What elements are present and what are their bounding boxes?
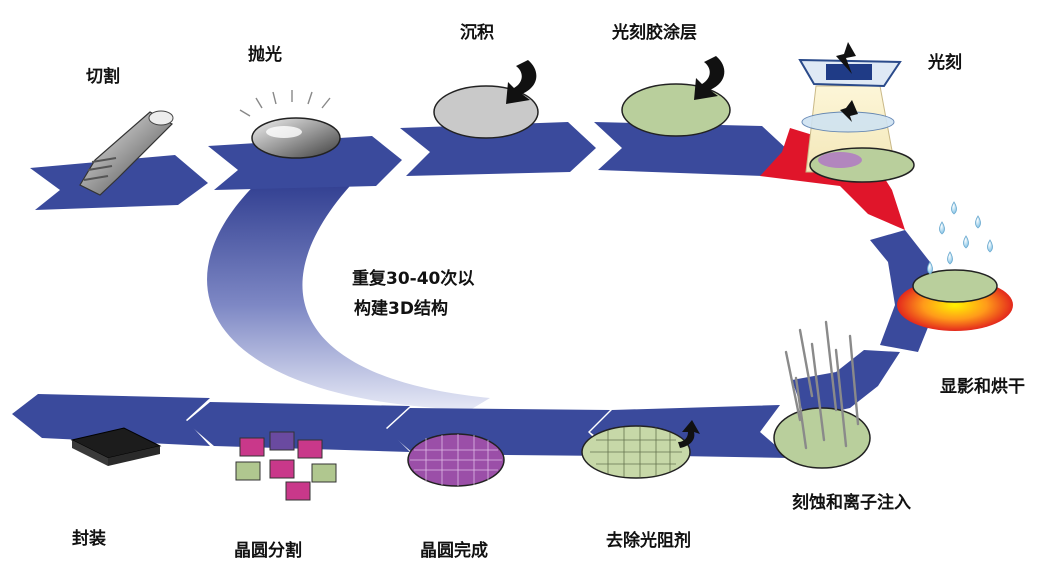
arrow-deposition: [400, 122, 596, 176]
arrow-cut: [30, 155, 208, 210]
arrow-polish: [208, 136, 402, 190]
label-wafer-dicing: 晶圆分割: [234, 541, 302, 561]
top-row-arrows: [30, 122, 790, 210]
label-wafer-finished: 晶圆完成: [420, 541, 488, 561]
diced-dies-icon: [235, 431, 337, 501]
packaged-chip-icon: [70, 427, 162, 466]
cutting-tool-icon: [79, 110, 174, 196]
develop-bake-icon: [897, 201, 1013, 331]
label-deposition: 沉积: [460, 23, 494, 43]
resist-coated-wafer-icon: [621, 56, 731, 137]
label-etch-implant: 刻蚀和离子注入: [792, 493, 911, 513]
label-resist-coating: 光刻胶涂层: [612, 23, 697, 43]
label-packaging: 封装: [72, 529, 106, 549]
finished-wafer-icon: [407, 433, 505, 487]
loop-note-line2: 构建3D结构: [354, 299, 448, 319]
etch-implant-icon: [773, 320, 871, 469]
repeat-loop-arrow: [207, 175, 490, 410]
arrow-resist-coat: [594, 122, 790, 176]
polished-wafer-icon: [239, 90, 341, 159]
loop-note-line1: 重复30-40次以: [352, 269, 475, 289]
label-lithography: 光刻: [928, 53, 962, 73]
label-cutting: 切割: [86, 67, 120, 87]
lithography-stepper-icon: [798, 42, 915, 183]
loop-repeat-note: 重复30-40次以 构建3D结构: [352, 264, 474, 324]
arrow-package: [12, 394, 210, 446]
label-resist-strip: 去除光阻剂: [606, 531, 691, 551]
deposition-wafer-icon: [433, 60, 539, 139]
right-side-arrows: [792, 230, 935, 418]
label-develop-bake: 显影和烘干: [940, 377, 1025, 397]
label-polishing: 抛光: [248, 45, 282, 65]
resist-strip-wafer-icon: [581, 420, 700, 479]
